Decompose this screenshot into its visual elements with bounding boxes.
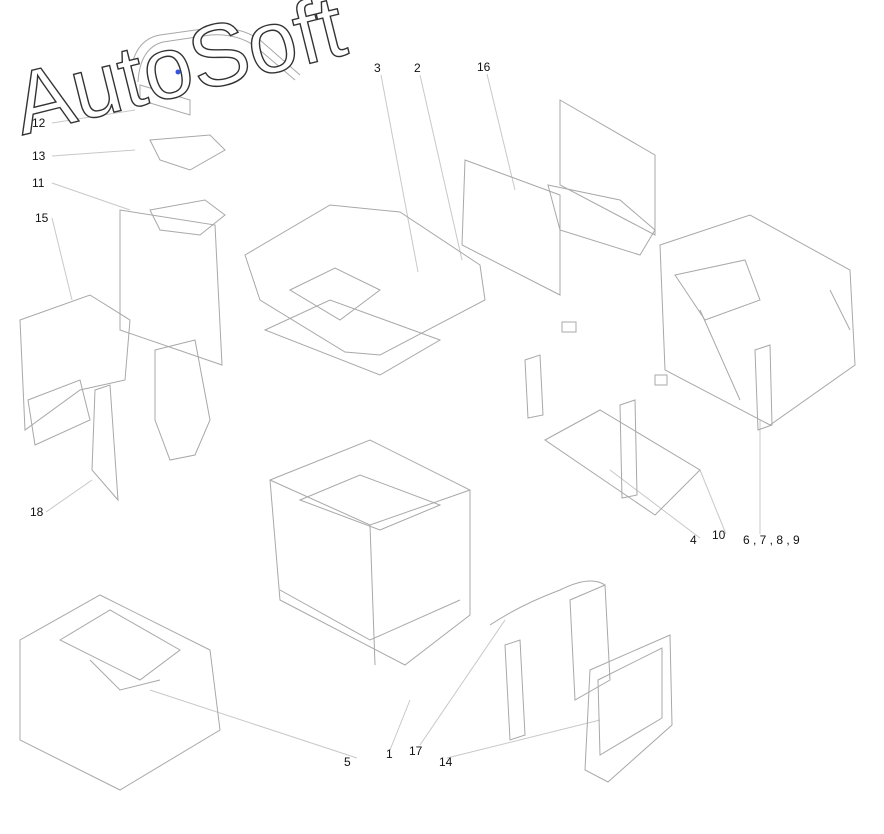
part-right-cage	[659, 214, 856, 431]
autosoft-watermark: AutoSoft	[2, 0, 355, 140]
callout-13: 13	[32, 149, 46, 163]
callout-14: 14	[439, 755, 453, 769]
part-windshield	[461, 99, 656, 296]
part-roof-rail	[129, 27, 301, 116]
part-floor-plate	[524, 321, 701, 516]
callout-18: 18	[30, 505, 44, 519]
callout-17: 17	[409, 744, 423, 758]
part-left-door	[19, 294, 131, 502]
callout-11: 11	[32, 176, 45, 190]
callout-5: 5	[344, 755, 351, 769]
callout-4: 4	[690, 533, 697, 547]
part-floor-shell	[19, 594, 221, 791]
callout-10: 10	[712, 528, 726, 542]
callout-1: 1	[386, 747, 393, 761]
part-electrical-modules	[119, 134, 226, 366]
callout-6-7-8-9: 6 , 7 , 8 , 9	[743, 533, 800, 547]
leader-lines	[45, 73, 761, 759]
part-side-panel	[154, 339, 211, 461]
watermark-dot	[175, 69, 181, 75]
part-right-door	[569, 584, 673, 783]
callout-16: 16	[477, 60, 491, 74]
part-roof-top	[244, 204, 486, 376]
callout-15: 15	[35, 211, 49, 225]
part-cable	[489, 580, 606, 741]
callout-2: 2	[414, 61, 421, 75]
callout-12: 12	[32, 116, 46, 130]
callout-3: 3	[374, 61, 381, 75]
part-cab-frame	[269, 439, 471, 666]
